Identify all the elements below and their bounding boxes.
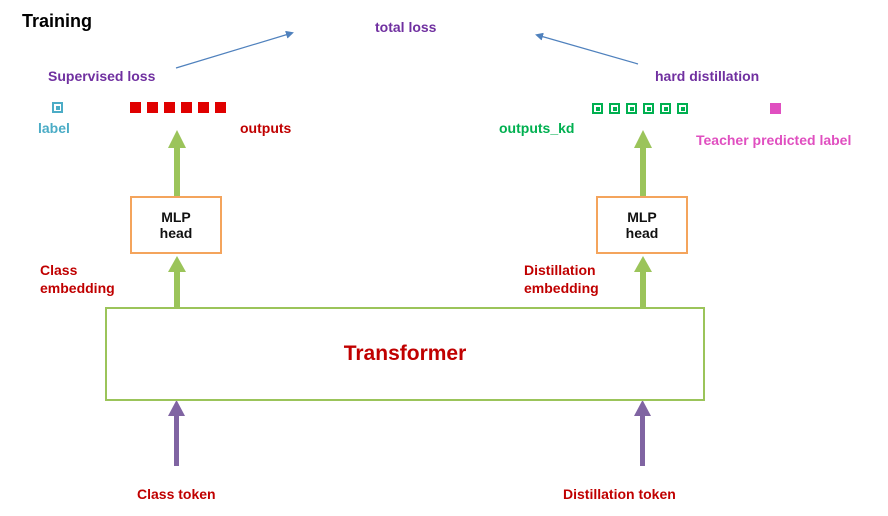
transformer-block: Transformer — [105, 307, 705, 401]
output-kd-square — [626, 103, 637, 114]
class-embedding-line2: embedding — [40, 279, 115, 296]
output-kd-square — [592, 103, 603, 114]
output-square — [181, 102, 192, 113]
output-square — [198, 102, 209, 113]
mlp-to-outputs-arrow-left — [168, 130, 186, 196]
output-square — [130, 102, 141, 113]
mlp-to-outputs-arrow-right — [634, 130, 652, 196]
output-square — [164, 102, 175, 113]
output-kd-square — [677, 103, 688, 114]
distillation-to-total-arrow — [535, 32, 639, 65]
teacher-predicted-label-text: Teacher predicted label — [696, 132, 852, 148]
class-token-arrow — [168, 400, 185, 466]
distillation-token-arrow — [634, 400, 651, 466]
supervised-to-total-arrow — [175, 30, 294, 69]
output-square — [215, 102, 226, 113]
output-kd-square — [609, 103, 620, 114]
class-token-label: Class token — [137, 486, 216, 502]
distillation-embedding-label: Distillation embedding — [524, 262, 599, 297]
output-square — [147, 102, 158, 113]
distillation-token-label: Distillation token — [563, 486, 676, 502]
distillation-embedding-line1: Distillation — [524, 262, 596, 278]
label-text: label — [38, 120, 70, 136]
label-square — [52, 102, 63, 113]
distillation-embedding-line2: embedding — [524, 279, 599, 296]
class-embedding-label: Class embedding — [40, 262, 115, 297]
hard-distillation-label: hard distillation — [655, 68, 760, 84]
mlp-head-right: MLP head — [596, 196, 688, 254]
teacher-label-square — [770, 103, 781, 114]
outputs-label: outputs — [240, 120, 292, 136]
transformer-to-mlp-arrow-left — [168, 256, 186, 308]
outputs-kd-label: outputs_kd — [499, 120, 575, 136]
mlp-head-right-line2: head — [625, 225, 659, 241]
diagram-title: Training — [22, 11, 93, 31]
mlp-head-left: MLP head — [130, 196, 222, 254]
mlp-head-left-line1: MLP — [161, 209, 191, 225]
transformer-to-mlp-arrow-right — [634, 256, 652, 308]
mlp-head-left-line2: head — [159, 225, 193, 241]
class-embedding-line1: Class — [40, 262, 78, 278]
supervised-loss-label: Supervised loss — [48, 68, 156, 84]
output-kd-square — [643, 103, 654, 114]
transformer-label: Transformer — [343, 342, 467, 365]
total-loss-label: total loss — [375, 19, 437, 35]
mlp-head-right-line1: MLP — [627, 209, 657, 225]
output-kd-square — [660, 103, 671, 114]
